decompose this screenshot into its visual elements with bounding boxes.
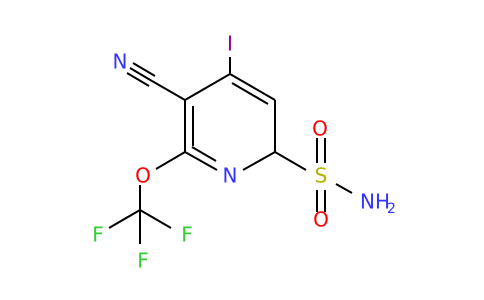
atom-label-fluorine-bottom: F bbox=[137, 249, 149, 273]
nitrile-triple-2 bbox=[132, 62, 156, 77]
atom-label-amine-n: NH bbox=[360, 190, 390, 214]
bond-s-nh2 bbox=[335, 183, 353, 194]
nitrile-triple-1 bbox=[129, 67, 153, 82]
ring-bond-c3-c4 bbox=[184, 73, 231, 101]
atom-label-nitrile-n: N bbox=[113, 50, 128, 74]
atom-label-fluorine-right: F bbox=[181, 223, 193, 247]
atom-label-ether-o: O bbox=[135, 164, 151, 188]
bond-c2-ether-o bbox=[155, 151, 186, 170]
ring-bond-c6-n1 bbox=[242, 151, 276, 171]
atom-label-ring-n: N bbox=[223, 164, 238, 188]
atom-label-sulfur: S bbox=[315, 164, 328, 188]
label-layer: N I N O F F F S O O NH 2 bbox=[92, 32, 396, 273]
ring-bond-n1-c2 bbox=[184, 151, 218, 171]
bond-layer bbox=[108, 57, 353, 244]
bond-cf3-f-right bbox=[139, 209, 172, 229]
nitrile-triple-3 bbox=[126, 72, 150, 87]
bond-c6-sulfur bbox=[274, 151, 307, 171]
bond-cf3-f-left bbox=[108, 209, 141, 229]
atom-label-sulfonyl-o-top: O bbox=[312, 117, 328, 141]
atom-label-iodine: I bbox=[227, 32, 233, 56]
atom-label-fluorine-left: F bbox=[92, 223, 104, 247]
ring-bond-c4-c5-outer bbox=[229, 73, 276, 101]
bond-c3-nitrile-c bbox=[151, 80, 186, 101]
atom-label-sulfonyl-o-bottom: O bbox=[313, 208, 329, 232]
ring-bond-n1-c2-inner bbox=[191, 146, 217, 162]
ring-bond-c4-c5-inner bbox=[231, 82, 269, 105]
atom-label-amine-subscript: 2 bbox=[387, 201, 396, 217]
